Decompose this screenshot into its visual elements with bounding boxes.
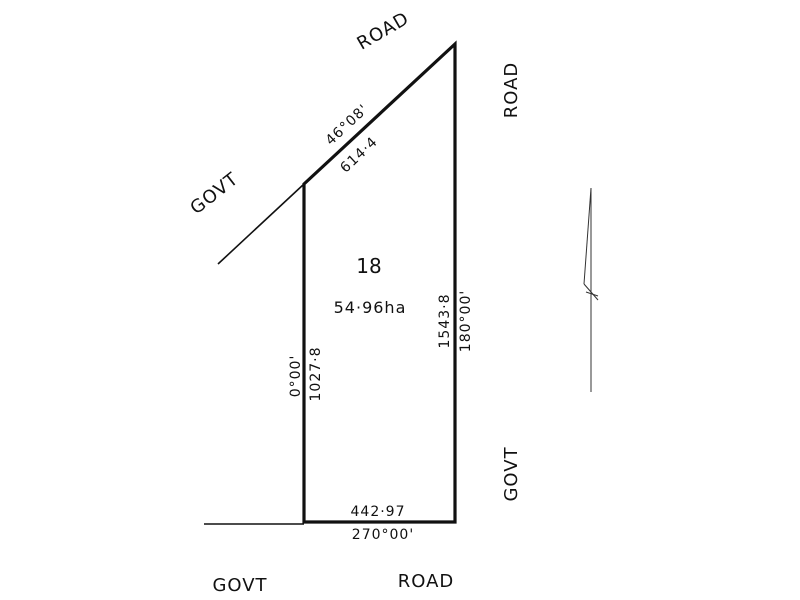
road-label-road-s: ROAD <box>398 571 455 592</box>
lot-boundary <box>302 40 457 524</box>
west-bearing: 0°00' <box>288 355 304 398</box>
lot-area: 54·96ha <box>334 298 407 317</box>
west-distance: 1027·8 <box>308 347 324 402</box>
road-label-road-nw: ROAD <box>354 8 413 54</box>
east-bearing: 180°00' <box>458 290 474 352</box>
road-label-govt-s: GOVT <box>212 575 267 596</box>
road-line-nw-extension <box>217 183 305 265</box>
south-bearing: 270°00' <box>352 527 414 543</box>
north-arrow-icon <box>583 187 599 392</box>
east-distance: 1543·8 <box>437 294 453 349</box>
south-distance: 442·97 <box>351 504 406 520</box>
ne-distance: 614·4 <box>337 134 381 176</box>
road-label-road-ne: ROAD <box>501 62 522 119</box>
road-label-govt-nw: GOVT <box>186 168 242 218</box>
lot-number: 18 <box>356 254 381 278</box>
road-label-govt-e: GOVT <box>501 446 522 501</box>
